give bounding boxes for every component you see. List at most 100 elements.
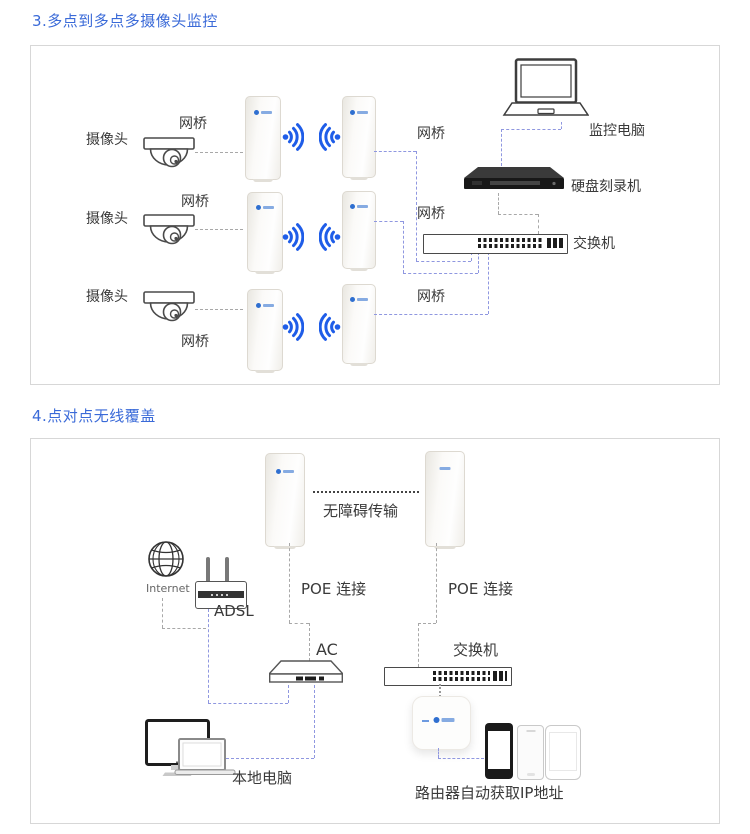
switch-icon [423,234,568,254]
bridge-switch-connector [403,273,478,274]
wireless-bridge-icon [247,289,283,373]
bridge-label-right-3: 网桥 [417,289,445,305]
router-phone-connector [438,748,439,758]
dvr-switch-connector [538,214,539,234]
poe-connector-left [289,623,309,624]
switch-label: 交换机 [453,641,499,659]
internet-adsl-connector [162,628,206,629]
poe-connector-left [289,543,290,623]
camera-bridge-connector [195,309,243,310]
wireless-bridge-back-icon [425,451,465,549]
bridge-switch-connector [374,314,488,315]
router-ap-icon [412,696,471,750]
bridge-label-right-2: 网桥 [417,206,445,222]
wifi-signal-left-icon [319,123,341,151]
adsl-leds [211,594,231,596]
wifi-signal-left-icon [319,313,341,341]
adsl-antenna-icon [206,557,210,583]
wifi-signal-right-icon [282,313,304,341]
transmission-label: 无障碍传输 [323,502,399,520]
wireless-bridge-icon [245,96,281,182]
switch-label: 交换机 [573,236,615,252]
wifi-signal-right-icon [282,123,304,151]
poe-connector-right [418,623,436,624]
dvr-switch-connector [498,214,538,215]
poe-right-label: POE 连接 [448,580,514,598]
adsl-ac-connector [208,703,288,704]
adsl-label: ADSL [214,602,254,620]
internet-label: Internet [146,582,190,595]
switch-ports [432,677,490,681]
bridge-switch-connector [374,151,416,152]
poe-connector-right [418,623,419,667]
ac-pc-connector [314,685,315,758]
router-label: 路由器自动获取IP地址 [415,784,564,802]
dvr-label: 硬盘刻录机 [571,179,641,195]
local-pc-icon [145,719,236,776]
wireless-link-line [313,491,419,493]
switch-ports [478,244,543,248]
wireless-bridge-icon [342,96,376,180]
bridge-switch-connector [416,151,417,261]
ac-controller-icon [269,660,343,683]
poe-connector-right [436,543,437,623]
adsl-antenna-icon [225,557,229,583]
dvr-icon [464,167,564,189]
bridge-switch-connector [488,252,489,314]
ac-label: AC [316,640,338,659]
poe-left-label: POE 连接 [301,580,367,598]
tablet-screen [549,732,577,771]
camera-label-1: 摄像头 [86,132,128,148]
local-pc-label: 本地电脑 [232,769,293,787]
camera-label-2: 摄像头 [86,211,128,227]
brand-logo [433,716,455,723]
laptop-dvr-connector [501,129,561,130]
switch-router-connector [439,684,441,697]
wireless-bridge-icon [247,192,283,274]
wireless-bridge-icon [265,453,305,549]
section1-diagram-panel: 摄像头 网桥 网桥 摄像头 网桥 [30,45,720,385]
ac-pc-connector [226,758,314,759]
camera-bridge-connector [195,229,243,230]
section2-title: 4.点对点无线覆盖 [32,407,156,425]
bridge-switch-connector [403,221,404,273]
dvr-switch-connector [498,193,499,214]
laptop-dvr-connector [501,129,502,166]
internet-globe-icon [148,541,184,577]
wifi-signal-left-icon [319,223,341,251]
bridge-label-2: 网桥 [181,194,209,210]
wireless-bridge-icon [342,191,376,271]
dome-camera-icon [143,291,195,322]
phone-home-button [526,773,535,776]
bridge-switch-connector [374,221,403,222]
adsl-ac-connector [288,685,289,703]
smartphone-dark-icon [485,723,513,779]
adsl-modem-icon [195,581,247,609]
bridge-label-1: 网桥 [179,116,207,132]
adsl-ac-connector [208,609,209,703]
wifi-signal-right-icon [282,223,304,251]
switch-icon [384,667,512,686]
phone-screen [488,731,510,769]
dome-camera-icon [143,214,195,245]
camera-label-3: 摄像头 [86,289,128,305]
section1-title: 3.多点到多点多摄像头监控 [32,12,218,30]
switch-ports [478,238,543,242]
bridge-switch-connector [478,252,479,273]
switch-ports [432,671,490,675]
tablet-icon [545,725,581,780]
laptop-icon [502,58,589,116]
router-led [422,719,429,722]
bridge-switch-connector [416,261,471,262]
switch-uplink-ports [547,238,563,248]
switch-uplink-ports [493,671,508,681]
wireless-bridge-icon [342,284,376,366]
phone-speaker [526,730,535,732]
bridge-label-3: 网桥 [181,334,209,350]
router-phone-connector [438,758,484,759]
bridge-switch-connector [471,252,472,261]
bridge-label-right-1: 网桥 [417,126,445,142]
laptop-dvr-connector [561,122,562,129]
poe-connector-left [309,623,310,661]
